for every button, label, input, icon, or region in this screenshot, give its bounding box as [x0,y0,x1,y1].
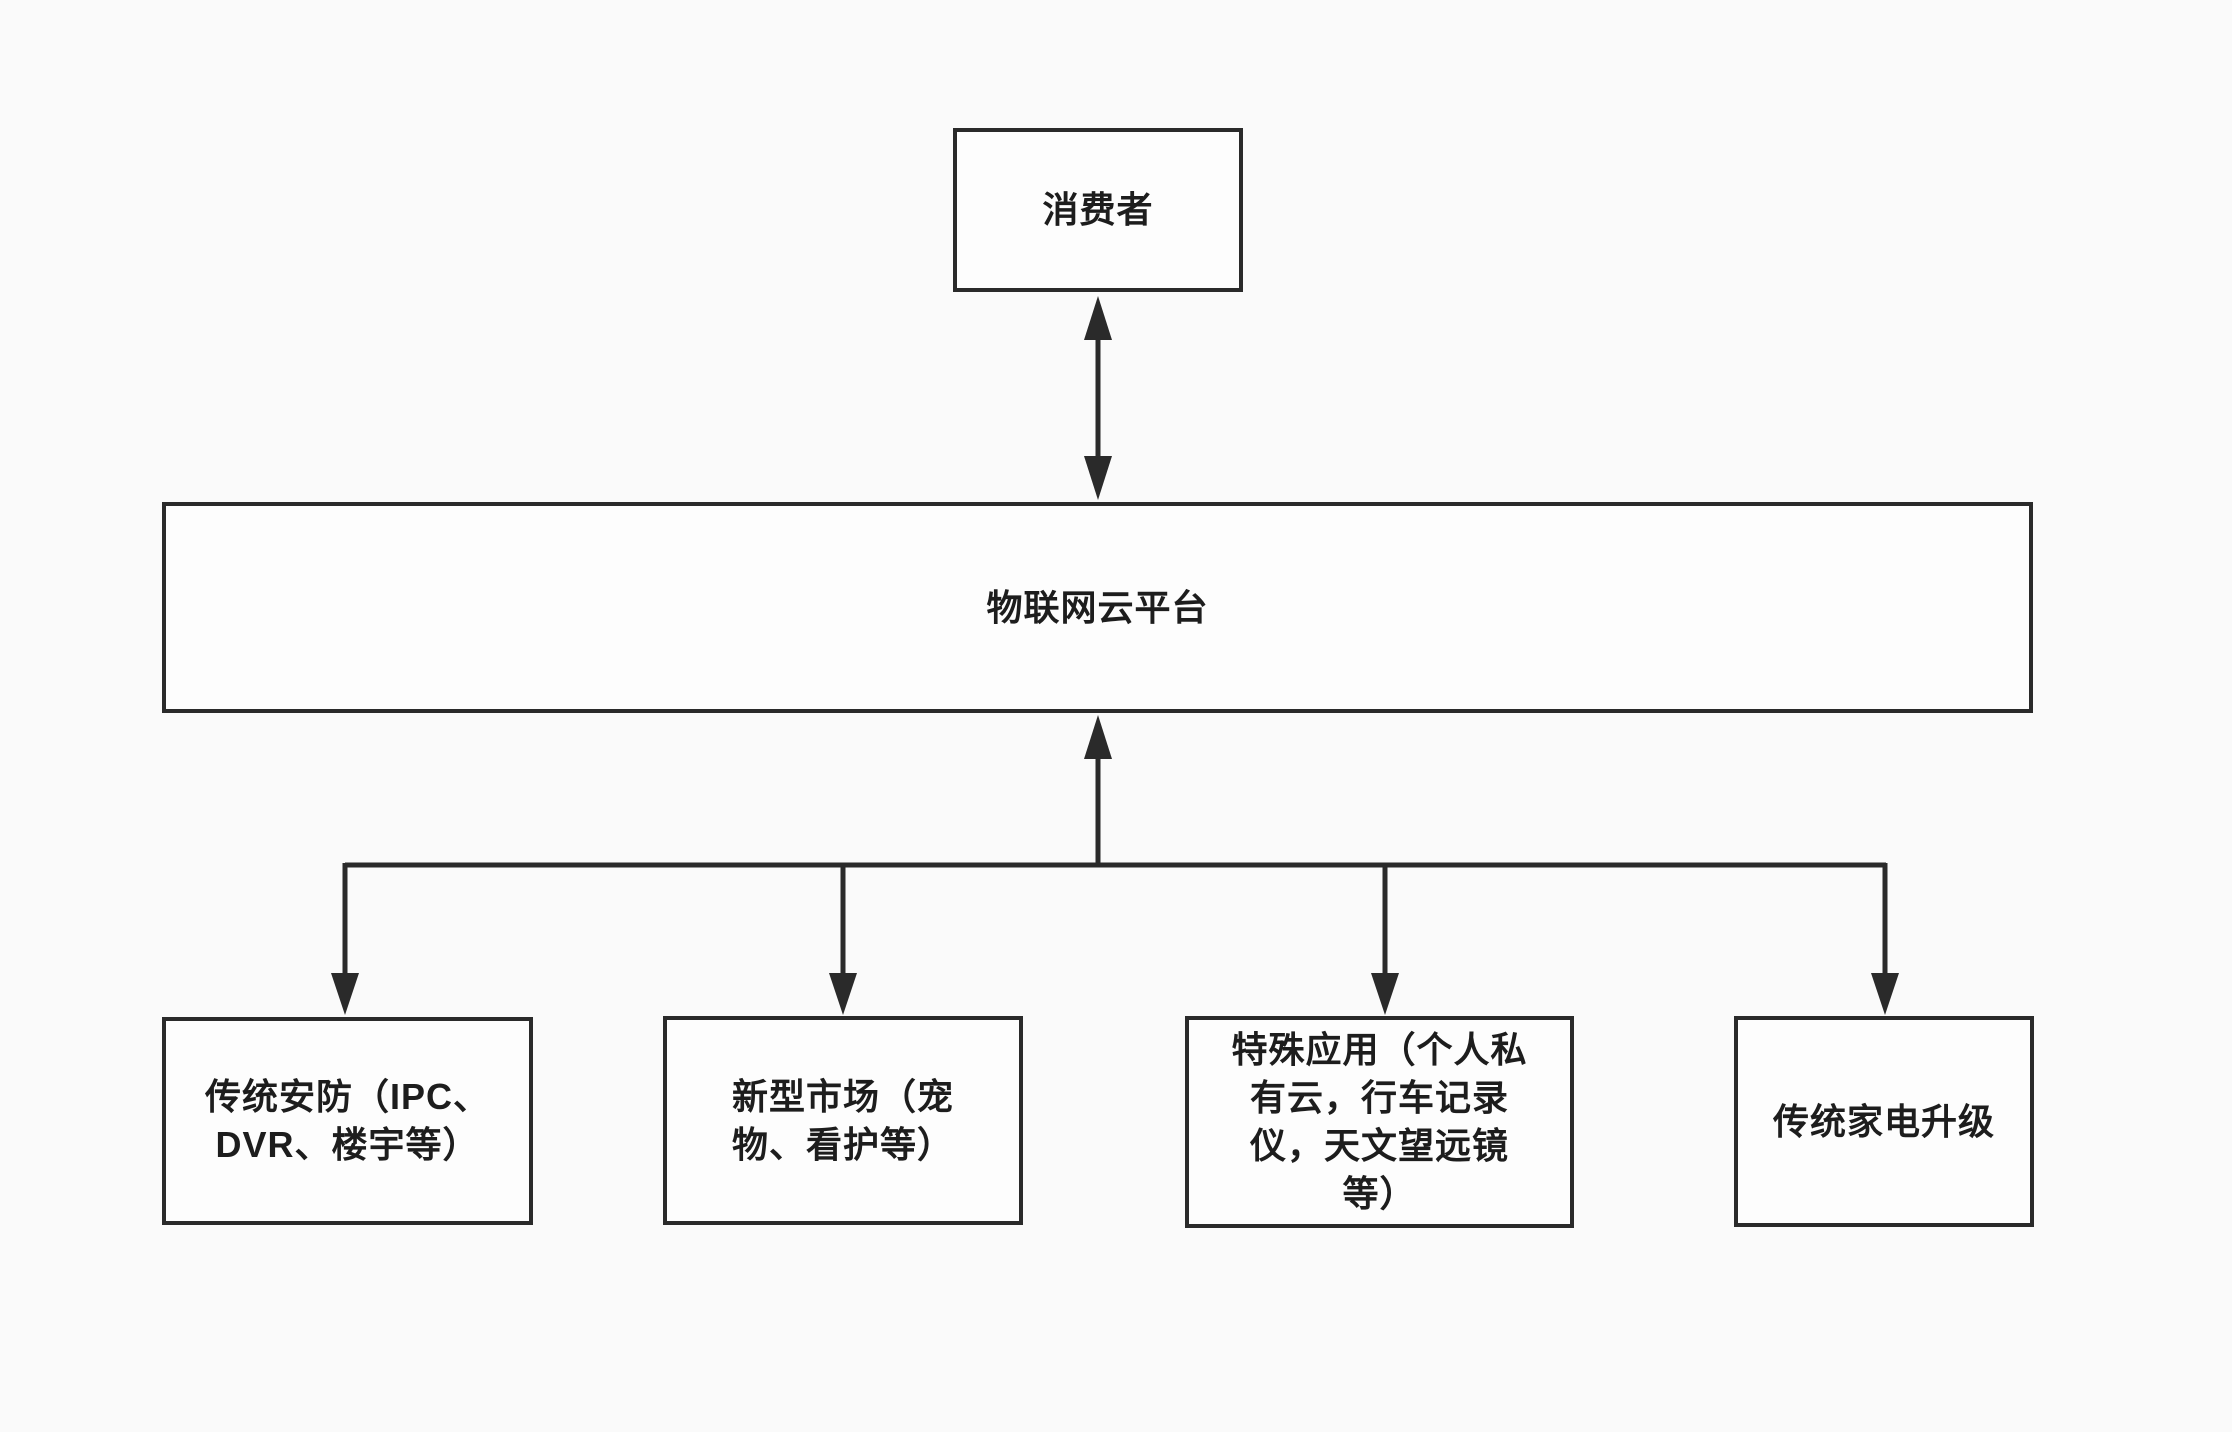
node-new-markets: 新型市场（宠 物、看护等） [663,1016,1023,1225]
arrowhead-down-icon [1871,973,1899,1015]
node-consumer-label: 消费者 [1042,189,1154,230]
arrow-to-branch-0 [331,863,359,1015]
arrowhead-down-icon [331,973,359,1015]
arrow-to-branch-3 [1871,863,1899,1015]
arrow-to-branch-1 [829,863,857,1015]
arrowhead-down-icon [829,973,857,1015]
node-branch-label: 传统安防（IPC、 DVR、楼宇等） [204,1076,490,1165]
node-branch-label: 传统家电升级 [1772,1100,1995,1142]
node-branch-label: 新型市场（宠 物、看护等） [731,1075,954,1165]
node-traditional-security: 传统安防（IPC、 DVR、楼宇等） [162,1017,533,1225]
arrow-to-branch-2 [1371,863,1399,1015]
node-appliance-upgrade: 传统家电升级 [1734,1016,2034,1227]
node-platform-label: 物联网云平台 [986,586,1209,628]
node-special-applications: 特殊应用（个人私 有云，行车记录 仪，天文望远镜 等） [1185,1016,1574,1228]
arrowhead-down-icon [1084,456,1112,500]
node-consumer: 消费者 [953,128,1243,292]
arrowhead-up-icon [1084,296,1112,340]
arrowhead-down-icon [1371,973,1399,1015]
node-branch-label: 特殊应用（个人私 有云，行车记录 仪，天文望远镜 等） [1231,1029,1528,1214]
node-iot-cloud-platform: 物联网云平台 [162,502,2033,713]
arrowhead-up-icon [1084,715,1112,759]
arrow-branches-platform [1084,715,1112,867]
arrow-consumer-platform [1084,296,1112,500]
